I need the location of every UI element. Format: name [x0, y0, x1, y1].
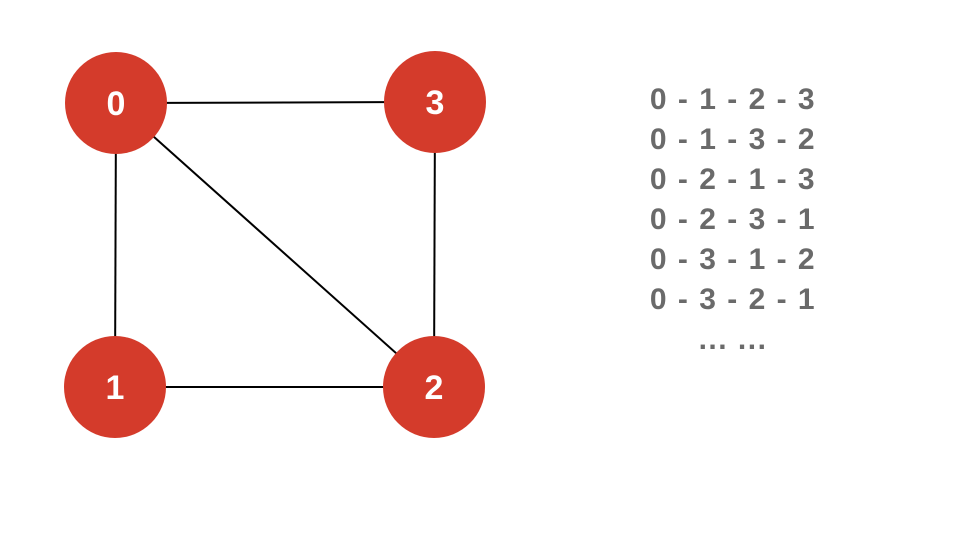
path-item: 0 - 1 - 2 - 3 [649, 83, 817, 116]
paths-list: 0 - 1 - 2 - 3 0 - 1 - 3 - 2 0 - 2 - 1 - 3 0… [593, 80, 873, 360]
path-item: 0 - 2 - 1 - 3 [649, 163, 817, 196]
graph-node-0 [65, 52, 167, 154]
path-item: 0 - 1 - 3 - 2 [649, 123, 817, 156]
graph-node-1 [64, 336, 166, 438]
graph-node-label-0: 0 [107, 85, 126, 123]
path-item: 0 - 3 - 2 - 1 [649, 283, 817, 316]
graph-node-label-3: 3 [426, 84, 445, 122]
graph-node-label-2: 2 [425, 369, 444, 407]
graph-node-3 [384, 51, 486, 153]
graph-edge-0-2 [115, 102, 435, 388]
graph-node-2 [383, 336, 485, 438]
graph-edge-0-3 [115, 101, 436, 104]
graph-node-label-1: 1 [106, 369, 125, 407]
path-item: 0 - 2 - 3 - 1 [649, 203, 817, 236]
path-item: 0 - 3 - 1 - 2 [649, 243, 817, 276]
paths-ellipsis: ... ... [698, 323, 768, 356]
graph-diagram: 0 1 2 3 [64, 51, 486, 438]
